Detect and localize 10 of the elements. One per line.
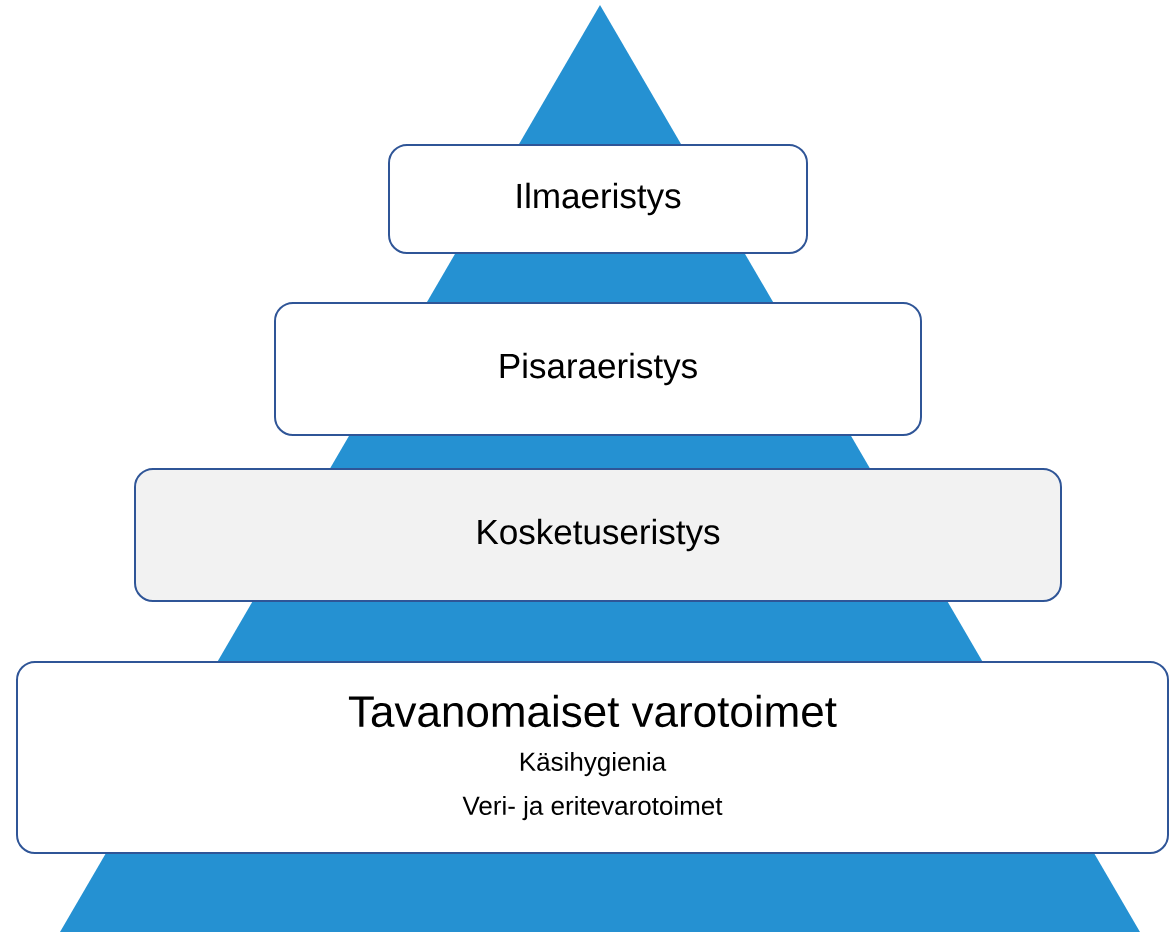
label-box [274, 302, 922, 436]
box-label: Ilmaeristys [517, 182, 681, 216]
box-text: Käsihygienia [520, 751, 667, 777]
label-box [388, 144, 808, 254]
box-label: Kosketuseristys [478, 518, 720, 552]
box-text: Veri- ja eritevarotoimet [462, 795, 723, 821]
box-label: Pisaraeristys [500, 352, 697, 386]
box-heading: Tavanomaiset varotoimet [348, 694, 837, 728]
label-box [134, 468, 1062, 602]
label-box [16, 661, 1169, 854]
